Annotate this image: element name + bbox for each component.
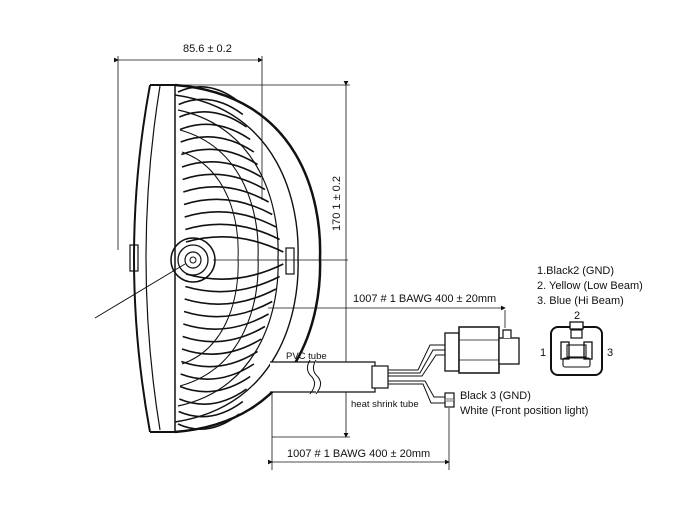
cooling-fins xyxy=(177,86,284,430)
cooling-fin xyxy=(181,161,262,178)
width-dimension xyxy=(114,56,263,250)
cooling-fin xyxy=(185,275,280,293)
plug-tab xyxy=(502,329,512,338)
mount-tab-left xyxy=(129,244,139,272)
mount-tab-right xyxy=(285,247,295,275)
cooling-fin xyxy=(183,300,273,318)
cooling-fin xyxy=(181,338,262,355)
cooling-fin xyxy=(180,363,255,380)
headlamp-body xyxy=(129,83,322,434)
face-outer xyxy=(550,326,603,376)
plug-collar xyxy=(444,332,460,372)
cooling-fin xyxy=(178,400,244,418)
boss-mid xyxy=(177,244,209,276)
boss-dot xyxy=(189,256,197,264)
cooling-fin xyxy=(177,413,240,430)
cooling-fin xyxy=(179,388,247,405)
cooling-fin xyxy=(179,123,251,141)
lower-wire-label: 1007 # 1 BAWG 400 ± 20mm xyxy=(287,448,430,460)
heat-shrink xyxy=(371,365,389,389)
wires-lower xyxy=(388,380,445,398)
face-key xyxy=(569,321,584,330)
pin-number-2: 2 xyxy=(574,310,580,322)
cooling-fin xyxy=(179,111,247,128)
upper-wire-label: 1007 # 1 BAWG 400 ± 20mm xyxy=(353,293,496,305)
face-pin-1 xyxy=(560,341,570,360)
boss-inner xyxy=(184,251,202,269)
height-dimension-label: 170 1 ± 0.2 xyxy=(331,176,343,231)
small-connector xyxy=(444,392,455,408)
housing-inner-4 xyxy=(181,151,239,365)
cooling-fin xyxy=(184,211,277,228)
housing-outer xyxy=(174,83,322,434)
cooling-fin xyxy=(185,236,284,253)
pvc-tube-label: PVC tube xyxy=(286,351,327,362)
cooling-fin xyxy=(185,223,280,241)
housing-inner-1 xyxy=(174,94,299,423)
connector-face xyxy=(550,321,603,376)
wire-harness xyxy=(270,344,445,404)
face-bottom xyxy=(562,357,591,368)
cooling-fin xyxy=(185,263,284,280)
cooling-fin xyxy=(183,313,269,330)
cooling-fin xyxy=(184,288,277,305)
pin-number-1: 1 xyxy=(540,347,546,359)
cooling-fin xyxy=(183,198,273,216)
cooling-fin xyxy=(180,136,255,153)
lower-wire-dimension xyxy=(268,392,450,470)
housing-inner-3 xyxy=(179,129,259,387)
pinout-item-3: 3. Blue (Hi Beam) xyxy=(537,295,624,307)
pinout-item-1: 1.Black2 (GND) xyxy=(537,265,614,277)
housing-inner-2 xyxy=(177,109,279,407)
cooling-fin xyxy=(177,86,240,103)
width-dimension-label: 85.6 ± 0.2 xyxy=(183,43,232,55)
main-plug xyxy=(444,326,520,374)
plug-body xyxy=(458,326,500,374)
pin-number-3: 3 xyxy=(607,347,613,359)
cooling-fin xyxy=(179,375,251,393)
cooling-fin xyxy=(182,173,266,191)
cooling-fin xyxy=(178,98,244,116)
wires-upper xyxy=(388,344,445,371)
cooling-fin xyxy=(183,186,269,203)
small-connector-item-2: White (Front position light) xyxy=(460,405,588,417)
upper-wire-dimension xyxy=(268,305,506,328)
cooling-fin xyxy=(182,325,266,343)
cooling-fin xyxy=(181,148,258,166)
lens-outer xyxy=(133,84,151,433)
face-center xyxy=(566,344,587,358)
pinout-item-2: 2. Yellow (Low Beam) xyxy=(537,280,643,292)
pvc-tube-break xyxy=(306,359,316,395)
small-connector-item-1: Black 3 (GND) xyxy=(460,390,531,402)
pvc-tube xyxy=(270,361,376,393)
face-pin-3 xyxy=(583,341,593,360)
plug-pin-housing xyxy=(498,337,520,365)
lens-inner xyxy=(145,85,161,431)
cooling-fin xyxy=(181,350,258,368)
face-pin-2 xyxy=(570,329,583,339)
center-boss xyxy=(170,237,216,283)
boss-leader-line xyxy=(94,263,186,319)
heat-shrink-label: heat shrink tube xyxy=(351,399,419,410)
